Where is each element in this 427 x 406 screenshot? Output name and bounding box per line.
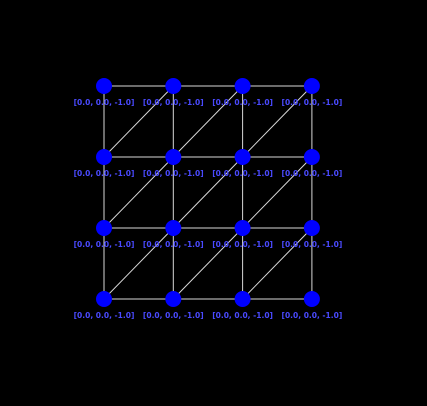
vertex-normal-label: [0.0, 0.0, -1.0] bbox=[212, 311, 273, 320]
mesh-vertex bbox=[165, 78, 182, 94]
vertex-labels: [0.0, 0.0, -1.0] [0.0, 0.0, -1.0] [0.0, 0.… bbox=[74, 98, 343, 320]
vertex-normal-label: [0.0, 0.0, -1.0] bbox=[212, 240, 273, 249]
vertex-normal-label: [0.0, 0.0, -1.0] bbox=[212, 98, 273, 107]
vertex-normal-label: [0.0, 0.0, -1.0] bbox=[143, 240, 204, 249]
vertex-normal-label: [0.0, 0.0, -1.0] bbox=[143, 311, 204, 320]
vertex-normal-label: [0.0, 0.0, -1.0] bbox=[282, 240, 343, 249]
vertex-normal-label: [0.0, 0.0, -1.0] bbox=[74, 98, 135, 107]
vertex-normal-label: [0.0, 0.0, -1.0] bbox=[282, 169, 343, 178]
diagonal-edge bbox=[172, 156, 243, 229]
mesh-vertex bbox=[165, 220, 182, 236]
mesh-vertex bbox=[234, 78, 251, 94]
vertex-normal-label: [0.0, 0.0, -1.0] bbox=[282, 98, 343, 107]
diagonal-edge bbox=[103, 227, 174, 300]
diagonal-edge bbox=[242, 227, 313, 300]
mesh-vertex bbox=[165, 149, 182, 165]
diagonal-edge bbox=[172, 227, 243, 300]
diagonal-edge bbox=[242, 85, 313, 158]
mesh-vertex bbox=[303, 78, 320, 94]
vertex-normal-label: [0.0, 0.0, -1.0] bbox=[143, 169, 204, 178]
mesh-vertex bbox=[234, 149, 251, 165]
mesh-vertex bbox=[165, 291, 182, 307]
mesh-vertex bbox=[96, 291, 112, 307]
vertex-normal-label: [0.0, 0.0, -1.0] bbox=[212, 169, 273, 178]
mesh-vertex bbox=[234, 291, 251, 307]
mesh-vertex bbox=[234, 220, 251, 236]
mesh-vertex bbox=[96, 149, 112, 165]
diagonal-edge bbox=[172, 85, 243, 158]
diagonal-edge bbox=[103, 156, 174, 229]
mesh-vertices bbox=[96, 78, 320, 307]
mesh-vertex bbox=[96, 78, 112, 94]
vertex-normal-label: [0.0, 0.0, -1.0] bbox=[74, 169, 135, 178]
vertex-normal-label: [0.0, 0.0, -1.0] bbox=[74, 240, 135, 249]
mesh-vertex bbox=[303, 220, 320, 236]
mesh-vertex bbox=[303, 149, 320, 165]
vertex-normal-label: [0.0, 0.0, -1.0] bbox=[282, 311, 343, 320]
vertex-normal-label: [0.0, 0.0, -1.0] bbox=[74, 311, 135, 320]
mesh-vertex bbox=[303, 291, 320, 307]
diagonal-edge bbox=[242, 156, 313, 229]
vertex-normal-label: [0.0, 0.0, -1.0] bbox=[143, 98, 204, 107]
diagonal-edge bbox=[103, 85, 174, 158]
mesh-vertex bbox=[96, 220, 112, 236]
mesh-edges bbox=[103, 85, 313, 300]
